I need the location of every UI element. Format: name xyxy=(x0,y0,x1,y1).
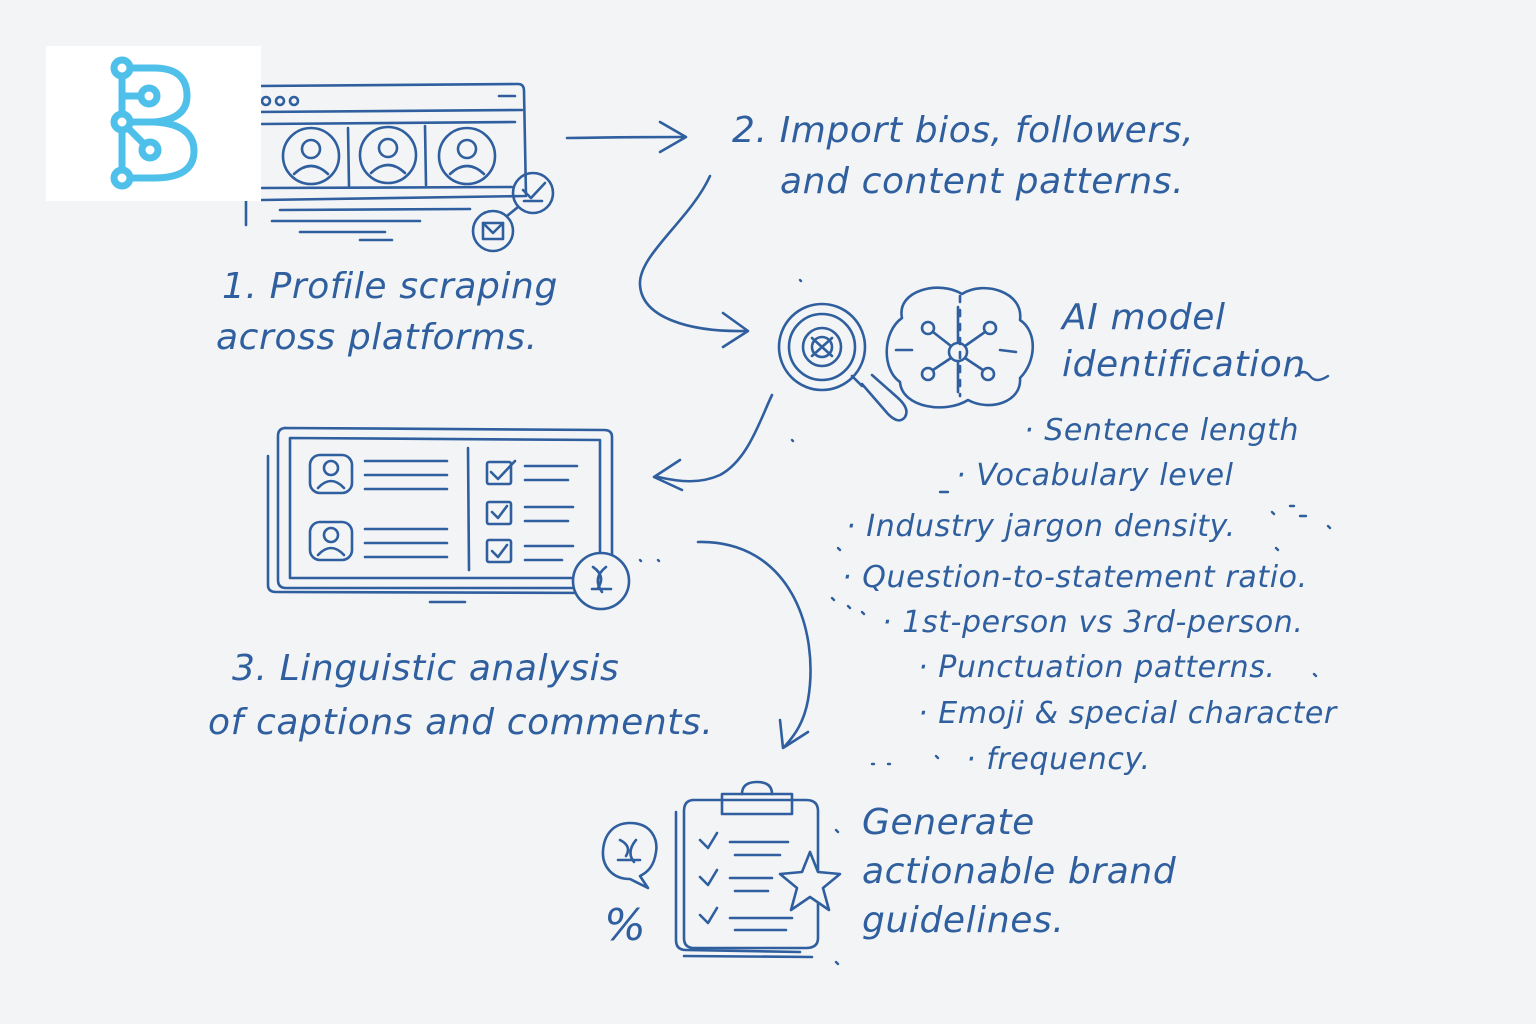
step3-caption-line2: of captions and comments. xyxy=(208,702,714,743)
metric-item: · 1st-person vs 3rd-person. xyxy=(882,605,1304,640)
letter-b-network-logo xyxy=(110,56,198,190)
step3-caption: 3. Linguistic analysis of captions and c… xyxy=(208,642,713,750)
step4-caption-line1: Generate xyxy=(862,802,1035,843)
step4-caption-line3: guidelines. xyxy=(862,900,1065,941)
arrow-head xyxy=(721,311,750,349)
step1-caption-line1: 1. Profile scraping xyxy=(222,266,558,307)
arrow-head xyxy=(778,718,810,750)
sketch-dots xyxy=(638,278,1332,966)
step4-caption: Generate actionable brand guidelines. xyxy=(862,798,1176,945)
arrow-step2-to-ai xyxy=(638,174,747,333)
arrow-step3-to-step4 xyxy=(696,540,812,748)
metric-item: · Vocabulary level xyxy=(956,458,1234,493)
clipboard-star-icon xyxy=(674,780,842,959)
browser-profiles-icon xyxy=(244,82,555,253)
ai-model-caption: AI model identification xyxy=(1062,294,1306,388)
metric-item: · frequency. xyxy=(966,742,1151,777)
step1-caption: 1. Profile scraping across platforms. xyxy=(216,261,558,363)
metric-item: · Question-to-statement ratio. xyxy=(842,560,1308,595)
brand-logo xyxy=(46,46,261,201)
arrow-head xyxy=(658,120,688,154)
speech-bubble-icon xyxy=(601,821,658,890)
metric-item: · Emoji & special character xyxy=(918,696,1337,731)
arrow-ai-to-step3 xyxy=(656,393,774,483)
arrow-step1-to-step2 xyxy=(565,135,686,140)
magnifier-brain-icon xyxy=(777,286,1034,422)
arrow-head xyxy=(652,458,684,492)
metric-item: · Industry jargon density. xyxy=(846,509,1236,544)
step2-caption: 2. Import bios, followers, and content p… xyxy=(732,105,1194,207)
dashboard-checklist-icon xyxy=(266,426,631,611)
ai-model-caption-line1: AI model xyxy=(1062,297,1226,338)
ai-model-caption-line2: identification xyxy=(1062,344,1306,385)
step3-caption-line1: 3. Linguistic analysis xyxy=(232,648,620,689)
percent-symbol: % xyxy=(604,900,646,951)
metric-item: · Sentence length xyxy=(1024,413,1300,448)
metric-item: · Punctuation patterns. xyxy=(918,650,1276,685)
step1-caption-line2: across platforms. xyxy=(216,317,538,358)
step2-caption-line2: and content patterns. xyxy=(780,161,1185,202)
step4-caption-line2: actionable brand xyxy=(862,851,1177,892)
step2-caption-line1: 2. Import bios, followers, xyxy=(732,110,1195,151)
